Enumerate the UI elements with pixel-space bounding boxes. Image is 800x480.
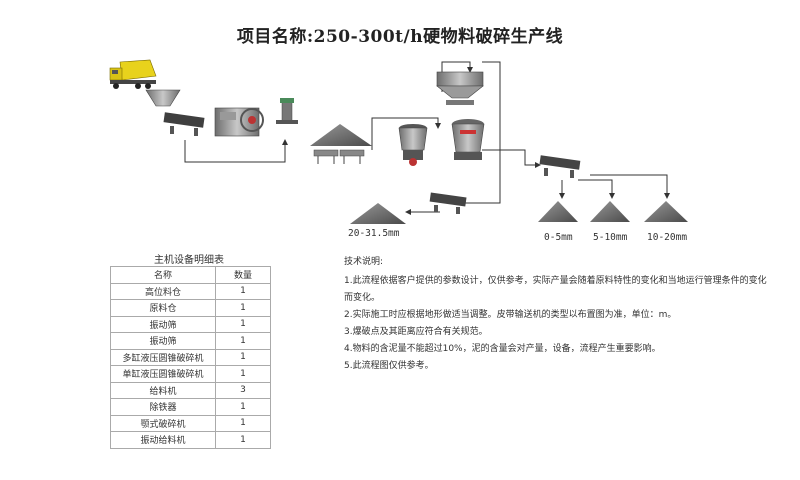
note-item: 5.此流程图仅供参考。 bbox=[344, 361, 434, 371]
page-title: 项目名称:250-300t/h硬物料破碎生产线 bbox=[236, 27, 564, 47]
flow-line-return-to-screen bbox=[459, 61, 501, 206]
technical-notes: 技术说明: 1.此流程依据客户提供的参数设计，仅供参考，实际产量会随着原料特性的… bbox=[344, 254, 774, 375]
product-pile-1 bbox=[350, 203, 406, 224]
single-cylinder-cone-crusher-icon bbox=[451, 119, 485, 160]
iron-remover-icon bbox=[276, 98, 298, 124]
product-pile-2 bbox=[538, 201, 578, 222]
flow-line-to-final-screen bbox=[482, 149, 541, 168]
row-name: 原料仓 bbox=[110, 299, 216, 317]
high-level-bin-icon bbox=[436, 71, 484, 105]
product-label-2: 0-5mm bbox=[544, 232, 573, 243]
flow-line-to-pile-4 bbox=[590, 174, 670, 199]
equipment-table-caption: 主机设备明细表 bbox=[154, 255, 224, 266]
row-name: 单缸液压圆锥破碎机 bbox=[110, 365, 216, 383]
product-pile-3 bbox=[590, 201, 630, 222]
intermediate-stockpile-icon bbox=[310, 124, 372, 164]
row-qty: 1 bbox=[215, 365, 271, 383]
product-label-1: 20-31.5mm bbox=[348, 228, 400, 239]
feed-hopper-icon bbox=[145, 89, 181, 107]
row-name: 多缸液压圆锥破碎机 bbox=[110, 348, 216, 366]
row-qty: 1 bbox=[215, 332, 271, 350]
row-name: 振动筛 bbox=[110, 332, 216, 350]
notes-heading: 技术说明: bbox=[344, 257, 384, 267]
table-header-row: 名称 数量 bbox=[110, 266, 271, 284]
dump-truck-icon bbox=[109, 59, 157, 89]
product-label-3: 5-10mm bbox=[593, 232, 628, 243]
multi-cylinder-cone-crusher-icon bbox=[398, 124, 428, 166]
product-label-4: 10-20mm bbox=[647, 232, 688, 243]
row-qty: 1 bbox=[215, 398, 271, 416]
note-item: 2.实际施工时应根据地形做适当调整。皮带输送机的类型以布置图为准，单位：m。 bbox=[344, 310, 677, 320]
flow-line-jaw-to-screen bbox=[184, 139, 288, 163]
row-qty: 1 bbox=[215, 414, 271, 432]
row-qty: 1 bbox=[215, 315, 271, 333]
note-item: 3.爆破点及其距离应符合有关规范。 bbox=[344, 327, 488, 337]
row-qty: 1 bbox=[215, 282, 271, 300]
vibrating-feeder-icon bbox=[163, 112, 205, 136]
flow-line-to-cone-crushers bbox=[371, 117, 441, 150]
vibrating-screen-middle-icon bbox=[429, 192, 467, 214]
jaw-crusher-icon bbox=[214, 107, 264, 137]
row-qty: 1 bbox=[215, 431, 271, 449]
header-name: 名称 bbox=[110, 266, 216, 284]
flow-line-to-pile-3 bbox=[578, 179, 615, 199]
row-name: 高位料仓 bbox=[110, 282, 216, 300]
process-flow-diagram bbox=[109, 59, 688, 224]
note-item: 1.此流程依据客户提供的参数设计，仅供参考，实际产量会随着原料特性的变化和当地运… bbox=[344, 276, 767, 303]
row-qty: 3 bbox=[215, 381, 271, 399]
row-name: 给料机 bbox=[110, 381, 216, 399]
row-name: 振动筛 bbox=[110, 315, 216, 333]
flow-lines bbox=[184, 61, 670, 215]
row-name: 振动给料机 bbox=[110, 431, 216, 449]
vibrating-screen-right-icon bbox=[539, 155, 581, 178]
row-name: 颚式破碎机 bbox=[110, 414, 216, 432]
header-qty: 数量 bbox=[215, 266, 271, 284]
note-item: 4.物料的含泥量不能超过10%，泥的含量会对产量，设备，流程产生重要影响。 bbox=[344, 344, 661, 354]
row-qty: 1 bbox=[215, 348, 271, 366]
row-qty: 1 bbox=[215, 299, 271, 317]
row-name: 除铁器 bbox=[110, 398, 216, 416]
product-pile-4 bbox=[644, 201, 688, 222]
